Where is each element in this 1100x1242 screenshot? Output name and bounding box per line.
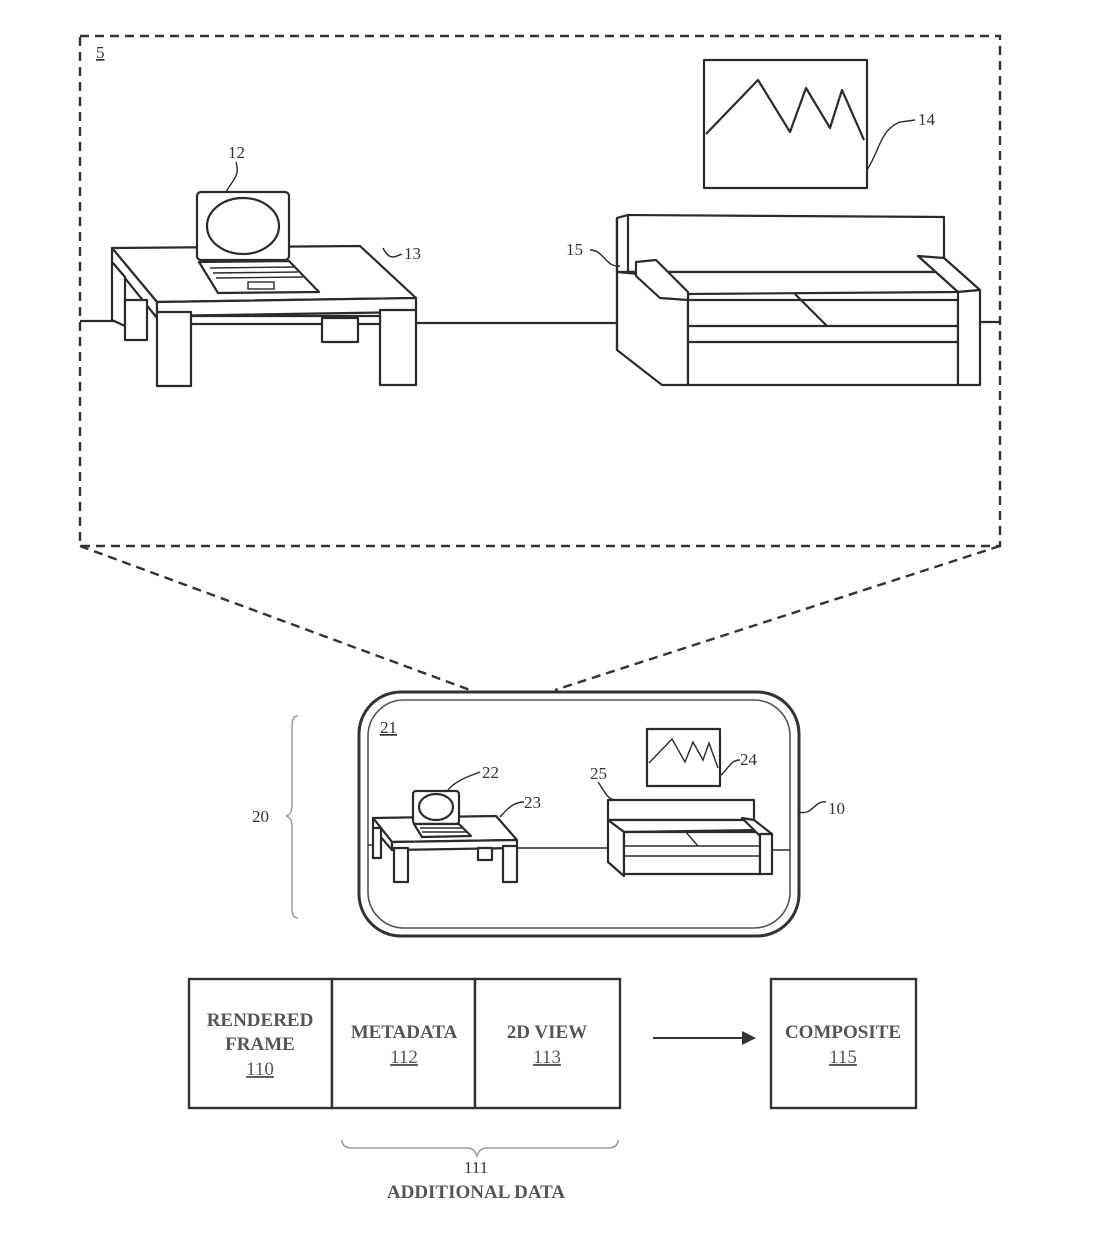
device-screen — [367, 699, 791, 929]
composite-line1: COMPOSITE — [785, 1022, 901, 1043]
scene-floor-line — [80, 319, 1000, 325]
composite-box — [769, 977, 918, 1110]
picture-leader — [866, 119, 916, 171]
table-leader — [382, 247, 403, 258]
scene-boundary — [78, 34, 1002, 548]
rendered-frame-line1: RENDERED — [207, 1010, 314, 1031]
device-sofa-ref: 25 — [590, 764, 607, 783]
additional-data-label: ADDITIONAL DATA — [387, 1182, 566, 1203]
rendered-frame-number: 110 — [246, 1059, 274, 1080]
additional-data-brace — [341, 1139, 619, 1159]
scene-laptop — [195, 190, 321, 295]
device-laptop-ref: 22 — [482, 763, 499, 782]
projection-line-right — [554, 544, 1001, 692]
device-laptop-leader — [447, 771, 481, 791]
brace-ref: 20 — [252, 807, 269, 826]
scene-label: 5 — [96, 43, 105, 62]
device-picture-leader — [719, 759, 741, 777]
additional-data-ref: 111 — [464, 1158, 488, 1177]
2d-view-number: 113 — [533, 1047, 561, 1068]
arrow-to-composite — [653, 1031, 756, 1045]
scene-sofa-ref: 15 — [566, 240, 583, 259]
composite-number: 115 — [829, 1047, 857, 1068]
scene-table-ref: 13 — [404, 244, 421, 263]
device-laptop — [411, 789, 473, 839]
scene-wall-picture — [702, 58, 869, 190]
device-sofa — [606, 798, 774, 878]
metadata-number: 112 — [390, 1047, 418, 1068]
laptop-leader — [225, 161, 238, 193]
2d-view-line1: 2D VIEW — [507, 1022, 587, 1043]
device-table-leader — [499, 801, 525, 818]
projection-line-left — [79, 544, 471, 692]
rendered-frame-box — [187, 977, 334, 1110]
metadata-line1: METADATA — [351, 1022, 458, 1043]
scene-picture-ref: 14 — [918, 110, 936, 129]
device-table-ref: 23 — [524, 793, 541, 812]
metadata-box — [330, 977, 477, 1110]
scene-sofa — [615, 213, 982, 387]
rendered-frame-line2: FRAME — [225, 1034, 295, 1055]
device-screen-label: 21 — [380, 718, 397, 737]
sofa-leader — [589, 249, 621, 267]
device-ref: 10 — [828, 799, 845, 818]
device-leader — [798, 801, 827, 814]
device-table — [371, 814, 519, 884]
device-picture-ref: 24 — [740, 750, 758, 769]
2d-view-box — [473, 977, 622, 1110]
device-sofa-leader — [597, 781, 615, 801]
brace-20 — [285, 715, 299, 919]
scene-laptop-ref: 12 — [228, 143, 245, 162]
scene-coffee-table — [110, 244, 418, 388]
device-wall-picture — [645, 727, 722, 788]
